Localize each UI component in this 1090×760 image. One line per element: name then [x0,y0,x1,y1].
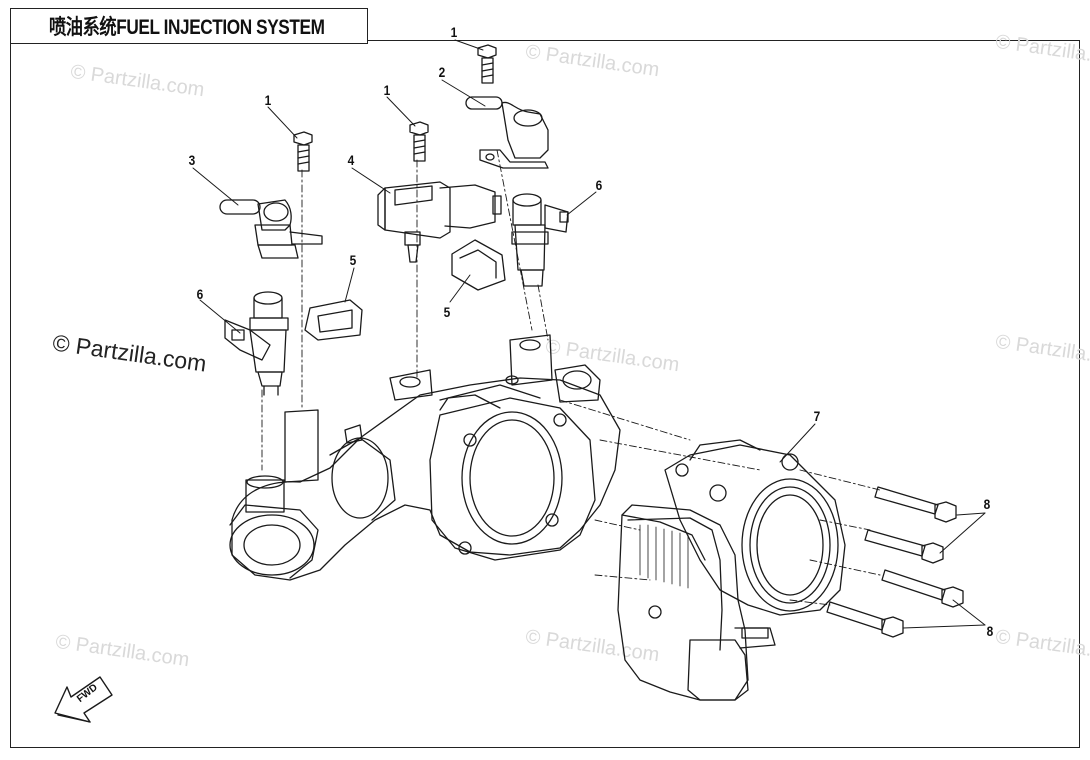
screw-part-8 [874,486,957,523]
callout-number: 8 [983,496,991,512]
alignment-lines [261,149,881,606]
page-title: 喷油系统FUEL INJECTION SYSTEM [49,16,325,39]
callout-number: 1 [450,24,458,40]
callout-number: 6 [196,286,204,302]
callout-number: 5 [349,252,357,268]
screw-part-8 [881,569,964,608]
callout-number: 7 [813,408,821,424]
callout-number: 5 [443,304,451,320]
callout-number: 3 [188,152,196,168]
throttle-body-part-7 [617,439,846,701]
callout-number: 4 [347,152,355,168]
map-sensor-part-4 [377,181,502,263]
screw-part-8 [864,529,944,564]
forward-arrow-icon [54,676,113,723]
bolt-part-1 [293,131,313,172]
clip-part-5 [304,299,363,341]
clip-part-5 [451,239,506,291]
fuel-injector-part-6 [224,291,289,396]
fuel-injector-part-6 [511,193,569,287]
callout-number: 2 [438,64,446,80]
callout-number: 1 [264,92,272,108]
screw-part-8 [826,601,904,638]
fuel-fitting-part-2 [465,96,549,169]
callout-number: 6 [595,177,603,193]
intake-manifold [229,334,621,581]
fuel-fitting-part-3 [219,199,323,259]
bolt-part-1 [409,121,429,162]
leader-lines [192,39,986,629]
diagram-frame [10,40,1080,748]
callout-number: 1 [383,82,391,98]
bolt-part-1 [477,44,497,84]
callout-number: 8 [986,623,994,639]
title-box: 喷油系统FUEL INJECTION SYSTEM [10,8,368,44]
